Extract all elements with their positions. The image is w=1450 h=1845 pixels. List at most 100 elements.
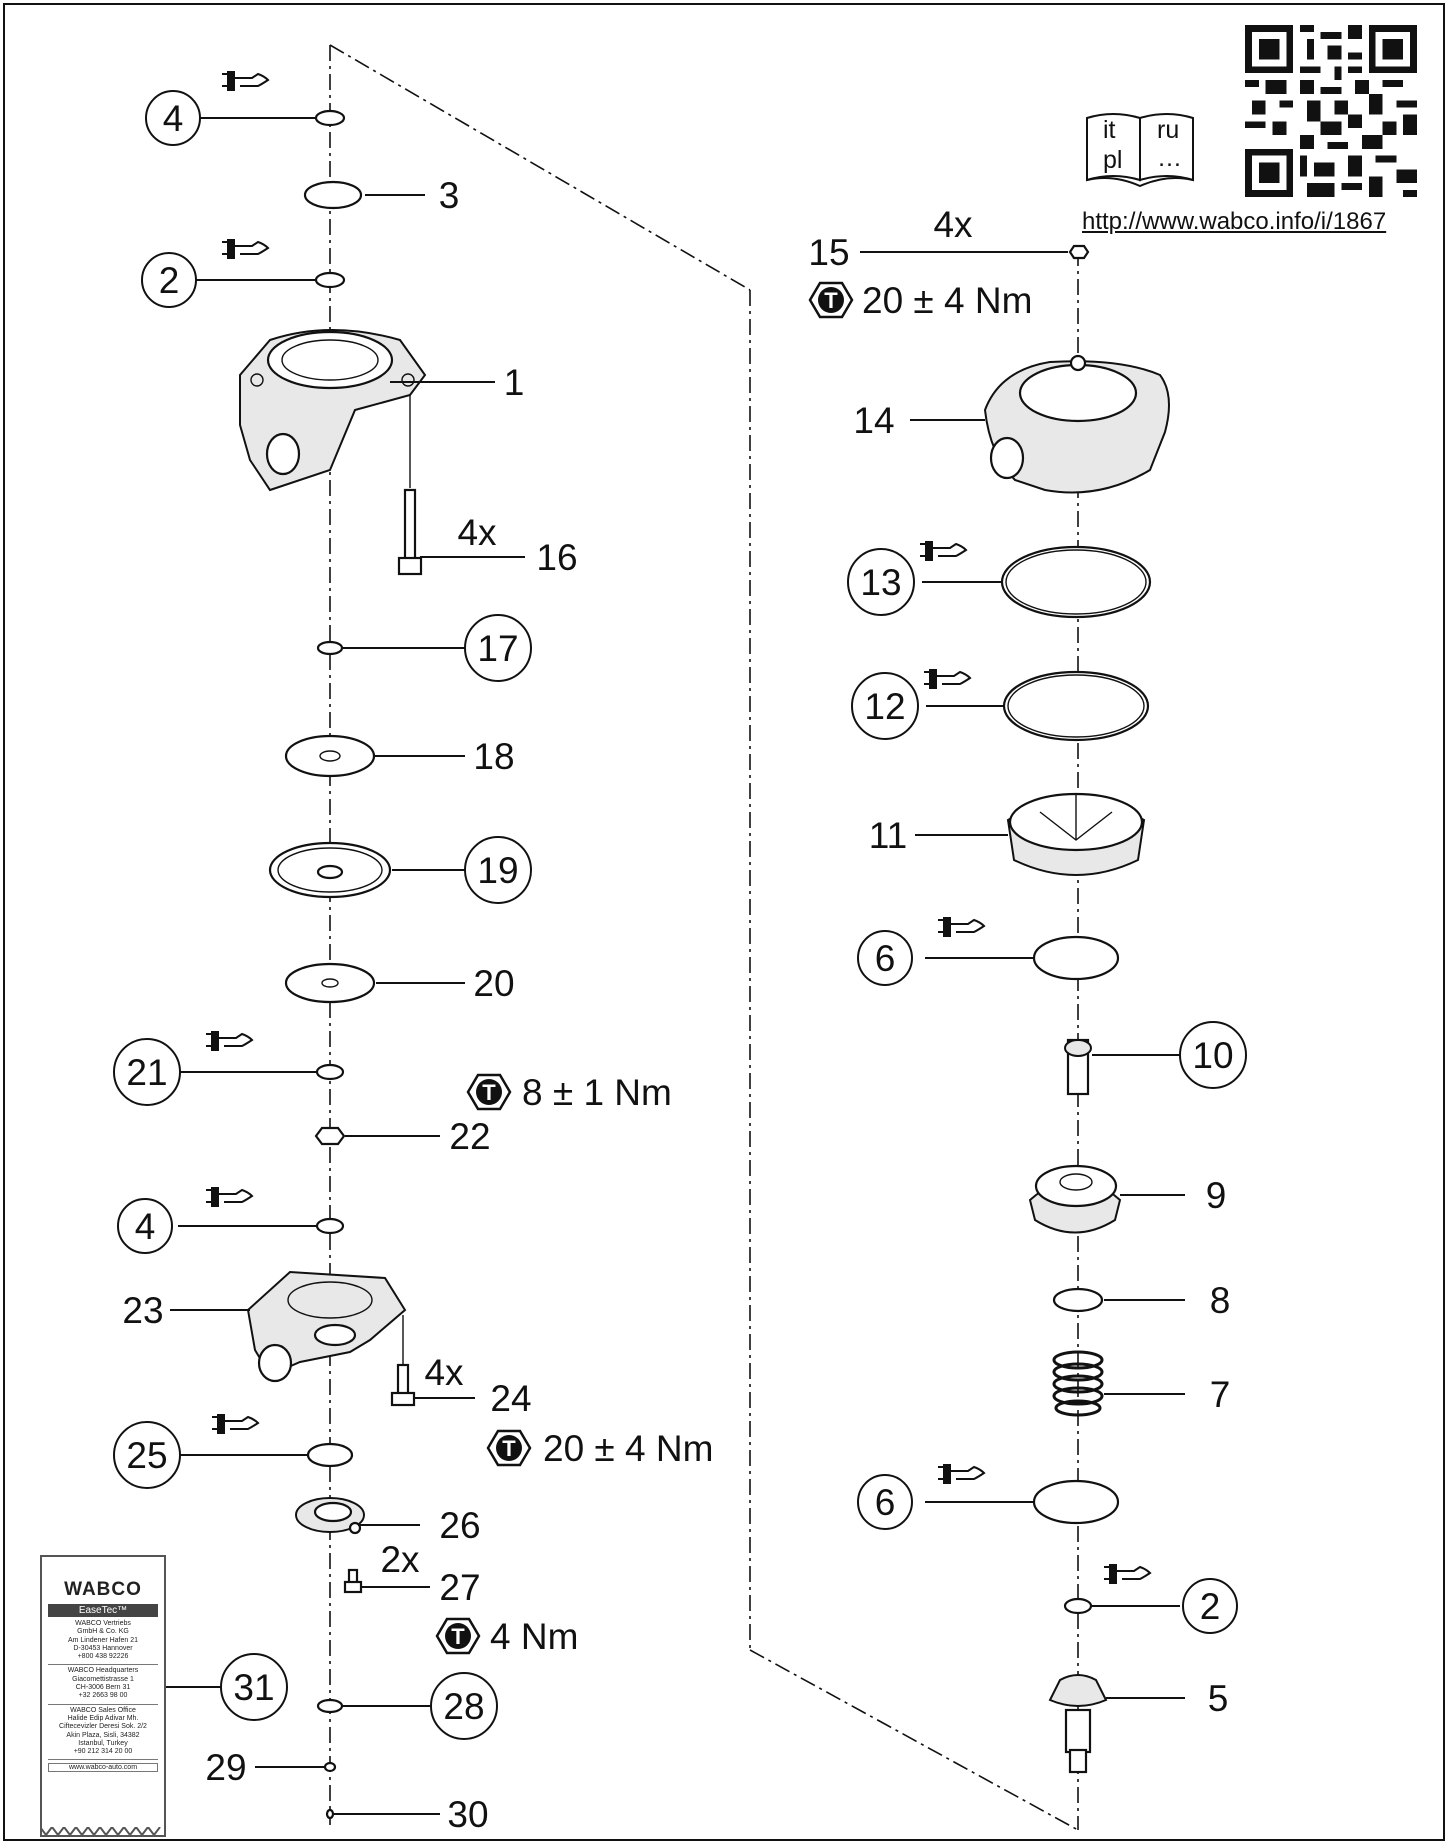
lang-pl: pl <box>1103 146 1123 174</box>
torque-icon: T <box>808 281 854 319</box>
part-26-valve <box>295 1497 365 1535</box>
part-19-diaphragm <box>268 841 392 899</box>
callout-17: 17 <box>477 628 518 669</box>
callout-21: 21 <box>126 1052 167 1093</box>
callout-9: 9 <box>1206 1175 1227 1216</box>
part-3-circlip <box>303 180 363 210</box>
part-7-spring <box>1052 1350 1104 1417</box>
part-4-top-oring <box>314 109 346 127</box>
lubricate-icon <box>206 1031 254 1051</box>
part-9-piston <box>1028 1164 1122 1234</box>
part-11-piston <box>1006 792 1146 876</box>
part-23-lower-housing <box>246 1270 407 1383</box>
callout-1: 1 <box>504 362 525 403</box>
qr-code-icon[interactable] <box>1243 25 1419 197</box>
svg-text:T: T <box>824 288 838 313</box>
callout-23: 23 <box>122 1290 163 1331</box>
packet-product: EaseTec™ <box>48 1604 158 1617</box>
torque-27: 4 Nm <box>490 1616 578 1657</box>
lubricate-icon <box>920 541 968 561</box>
qty-16: 4x <box>457 512 497 553</box>
callout-4-mid: 4 <box>135 1206 156 1247</box>
callout-24: 24 <box>490 1378 531 1419</box>
lubricate-icon <box>206 1187 254 1207</box>
callout-6-lower: 6 <box>875 1482 896 1523</box>
lubricate-icon <box>212 1414 260 1434</box>
part-17-ring <box>316 640 344 656</box>
lubricate-icon <box>924 669 972 689</box>
part-10-valve-insert <box>1064 1038 1092 1096</box>
callout-12: 12 <box>864 686 905 727</box>
torque-22: 8 ± 1 Nm <box>522 1072 672 1113</box>
packet-zigzag-edge <box>40 1827 161 1837</box>
callout-16: 16 <box>536 537 577 578</box>
part-13-oring <box>1000 545 1152 619</box>
callout-28: 28 <box>443 1686 484 1727</box>
qty-15: 4x <box>933 204 973 245</box>
lubricate-icon <box>1104 1564 1152 1584</box>
packet-brand: WABCO <box>42 1579 164 1601</box>
packet-address-1: WABCO Vertriebs GmbH & Co. KG Am Lindene… <box>48 1620 158 1666</box>
callout-25: 25 <box>126 1435 167 1476</box>
quantity-labels: 4x 4x 4x 2x <box>380 204 973 1580</box>
packet-address-2: WABCO Headquarters Giacomettistrasse 1 C… <box>48 1667 158 1705</box>
callout-15: 15 <box>808 232 849 273</box>
part-5-valve <box>1048 1674 1108 1774</box>
callout-4-top: 4 <box>163 98 184 139</box>
part-18-disc <box>284 734 376 778</box>
callout-7: 7 <box>1210 1374 1231 1415</box>
part-30-small <box>325 1808 335 1820</box>
language-book-icon[interactable]: it ru pl … <box>1083 108 1198 188</box>
callout-13: 13 <box>860 562 901 603</box>
packet-address-3: WABCO Sales Office Halide Edip Adivar Mh… <box>48 1707 158 1761</box>
callout-numbers: 4 3 2 1 16 17 18 19 20 21 22 4 23 24 25 … <box>122 98 1233 1835</box>
torque-24: 20 ± 4 Nm <box>543 1428 713 1469</box>
part-12-oring <box>1002 670 1150 742</box>
part-15-nut <box>1068 244 1090 260</box>
lang-it: it <box>1103 116 1116 144</box>
callout-19: 19 <box>477 850 518 891</box>
qty-27: 2x <box>380 1539 420 1580</box>
part-4-oring <box>315 1217 345 1235</box>
callout-2-right: 2 <box>1200 1586 1221 1627</box>
part-14-cover <box>983 354 1170 494</box>
lubricate-icon <box>938 1464 986 1484</box>
torque-15: 20 ± 4 Nm <box>862 280 1032 321</box>
callout-22: 22 <box>449 1116 490 1157</box>
part-2-oring-right <box>1063 1597 1093 1615</box>
circled-callouts <box>113 90 1247 1740</box>
part-24-bolt <box>390 1315 416 1407</box>
lang-more: … <box>1157 144 1182 172</box>
lubricant-packet-image: WABCO EaseTec™ WABCO Vertriebs GmbH & Co… <box>40 1555 166 1837</box>
callout-20: 20 <box>473 963 514 1004</box>
callout-29: 29 <box>205 1747 246 1788</box>
callout-3: 3 <box>439 175 460 216</box>
part-21-oring <box>315 1063 345 1081</box>
part-16-bolt <box>397 395 423 576</box>
lubricate-icon <box>222 239 270 259</box>
part-25-oring <box>306 1442 354 1468</box>
torque-icon: T <box>435 1617 481 1655</box>
qty-24: 4x <box>424 1352 464 1393</box>
lubricate-icon <box>938 917 986 937</box>
torque-icon: T <box>466 1073 512 1111</box>
callout-30: 30 <box>447 1794 488 1835</box>
torque-icon: T <box>486 1429 532 1467</box>
callout-14: 14 <box>853 400 894 441</box>
svg-text:T: T <box>502 1436 516 1461</box>
lang-ru: ru <box>1157 116 1180 144</box>
callout-26: 26 <box>439 1505 480 1546</box>
callout-2-left: 2 <box>159 260 180 301</box>
callout-11: 11 <box>869 815 907 856</box>
part-1-housing <box>239 329 427 492</box>
callout-8: 8 <box>1210 1280 1231 1321</box>
part-22-nut <box>314 1126 346 1146</box>
callout-6-upper: 6 <box>875 938 896 979</box>
part-20-plate <box>284 962 376 1004</box>
lubricate-icons <box>206 71 1152 1584</box>
callout-31: 31 <box>233 1667 274 1708</box>
url-link[interactable]: http://www.wabco.info/i/1867 <box>1082 208 1387 235</box>
callout-10: 10 <box>1192 1035 1233 1076</box>
svg-text:T: T <box>451 1624 465 1649</box>
